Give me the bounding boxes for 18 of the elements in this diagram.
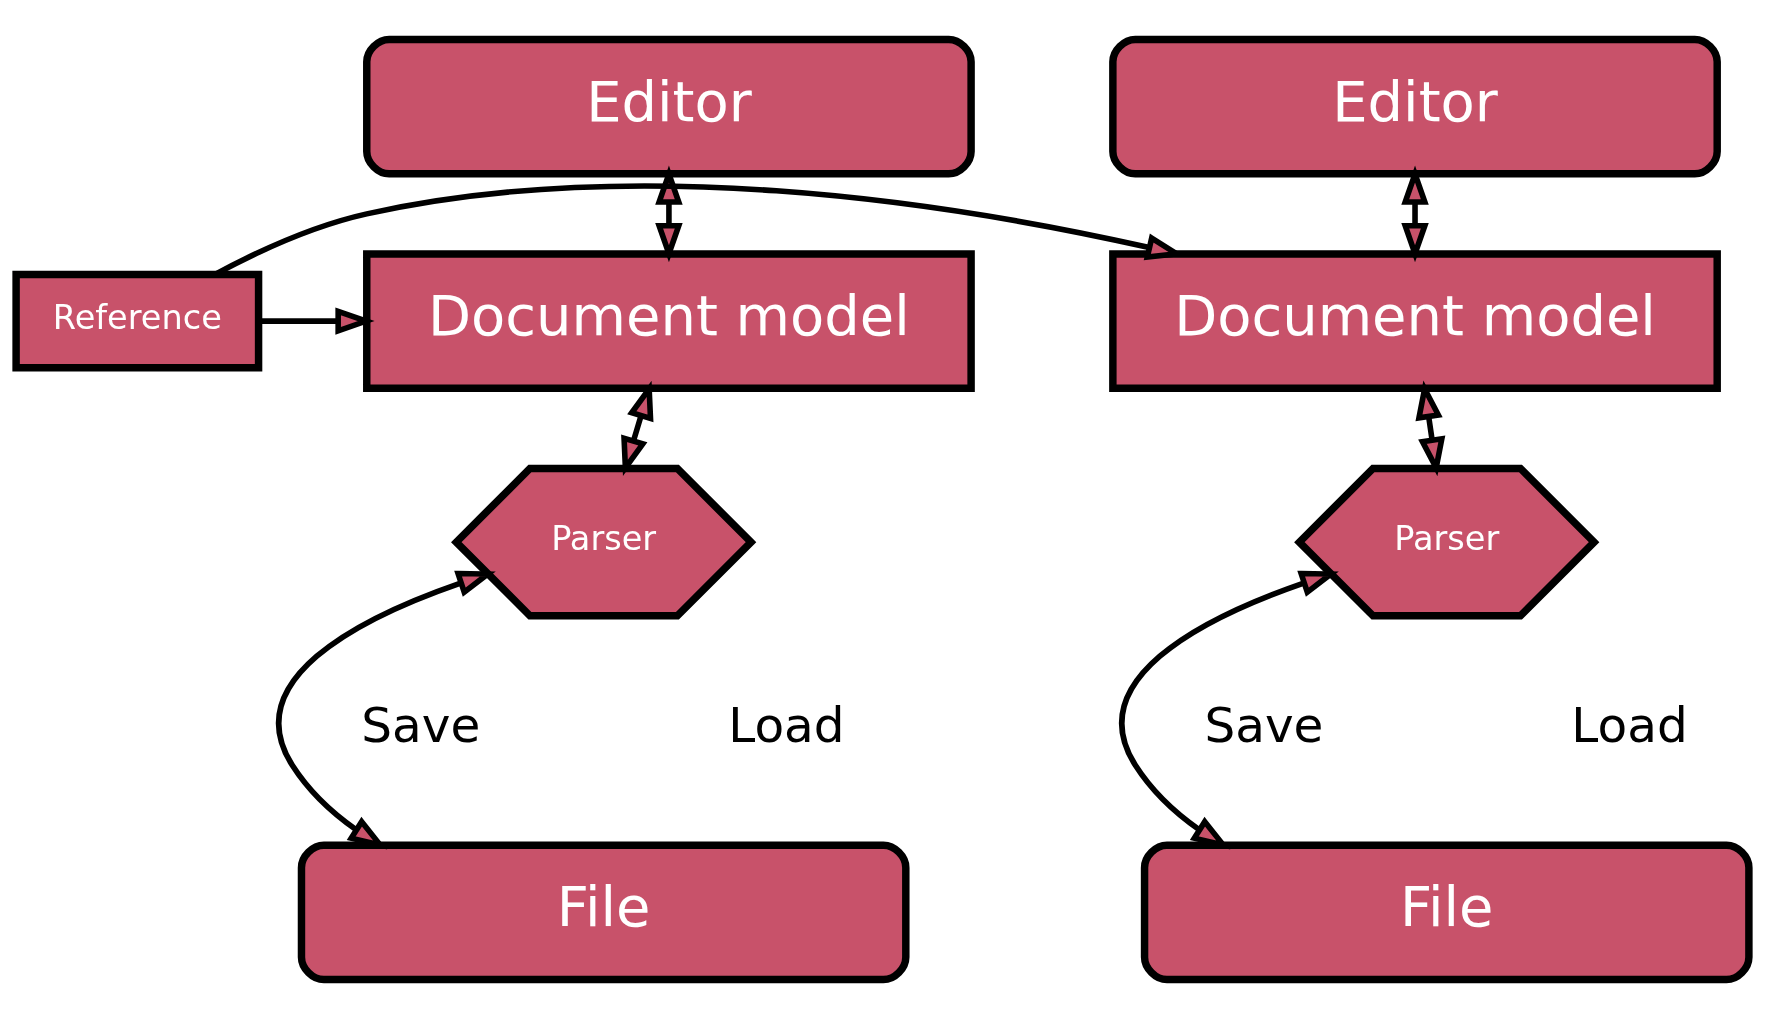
node-box: Document model: [363, 249, 975, 392]
label: Save: [361, 696, 481, 753]
arrow: [1415, 379, 1446, 476]
node-box: Editor: [1109, 35, 1721, 177]
arrow: [655, 165, 683, 262]
label: Load: [728, 696, 845, 753]
node-box: File: [297, 841, 910, 983]
node-box: Document model: [1109, 249, 1721, 392]
node-box: File: [1140, 841, 1753, 983]
arrow: [621, 380, 654, 476]
arrow: [258, 306, 375, 335]
node-box: Reference: [12, 270, 263, 371]
label: Save: [1204, 696, 1324, 753]
label: Load: [1571, 696, 1688, 753]
arrow: [276, 570, 496, 849]
arrow: [1401, 165, 1429, 262]
arrow: [1119, 570, 1339, 849]
node-box: Editor: [363, 35, 975, 177]
